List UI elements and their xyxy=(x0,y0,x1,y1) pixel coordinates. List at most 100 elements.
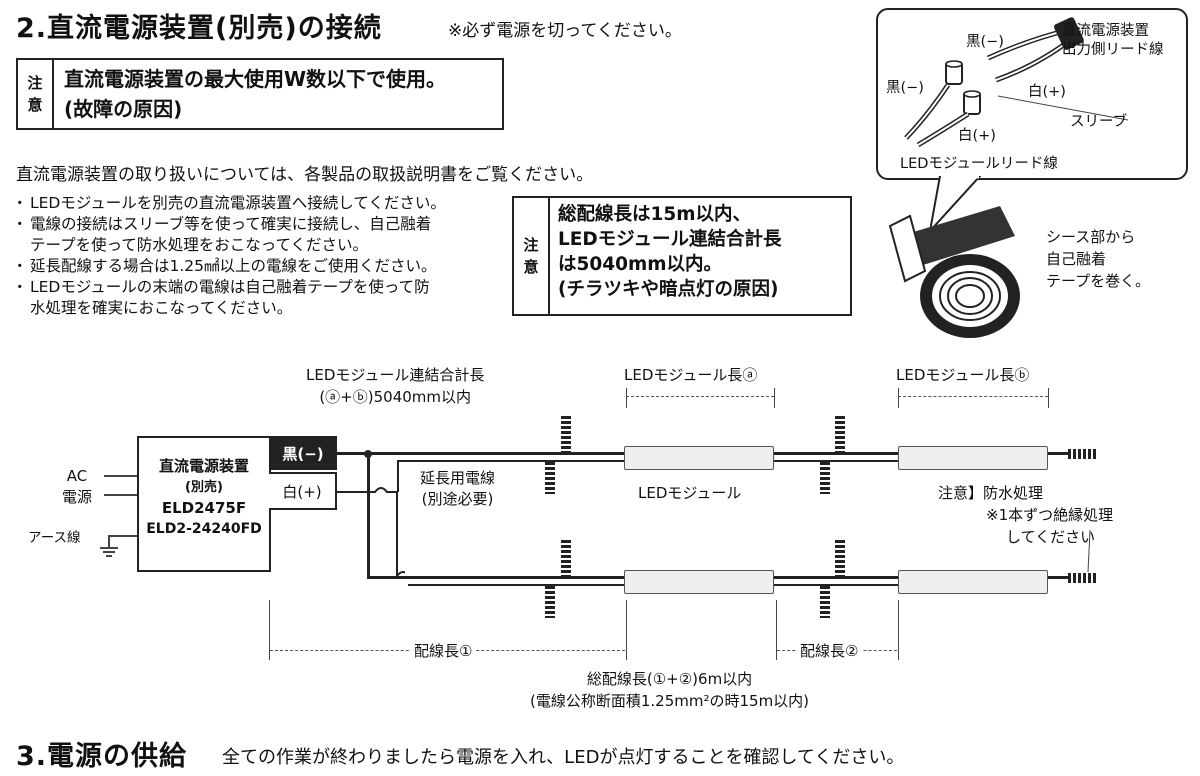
label-sleeve: スリーブ xyxy=(1070,114,1128,130)
led-module-a-bottom xyxy=(624,570,774,594)
section-2-heading: 2.直流電源装置(別売)の接続 xyxy=(16,13,382,44)
wire-positive-riser xyxy=(397,460,399,492)
dimension-tick xyxy=(1048,388,1049,408)
earth-symbol xyxy=(106,555,112,557)
dimension-tick xyxy=(776,600,777,660)
section-3-text: 全ての作業が終わりましたら電源を入れ、LEDが点灯することを確認してください。 xyxy=(222,747,905,768)
label-line: LEDモジュール連結合計長 xyxy=(306,366,485,384)
tape-wrap xyxy=(835,540,845,578)
label-line: 電源 xyxy=(62,488,93,506)
earth-wire-label: アース線 xyxy=(28,530,81,546)
ac-power-label: AC 電源 xyxy=(62,466,92,508)
power-off-note: ※必ず電源を切ってください。 xyxy=(448,21,682,41)
dimension-tick xyxy=(626,388,627,408)
dimension-tick xyxy=(269,600,270,660)
dc-power-supply-box: 直流電源装置 (別売) ELD2475F ELD2-24240FD xyxy=(137,436,271,572)
extension-wire-label: 延長用電線 (別途必要) xyxy=(420,468,495,510)
note-line: してください xyxy=(1006,528,1096,546)
module-a-length-label: LEDモジュール長ⓐ xyxy=(624,366,758,384)
earth-wire xyxy=(108,535,110,547)
white-positive-terminal: 白(+) xyxy=(269,472,337,510)
label-line: (ⓐ+ⓑ)5040mm以内 xyxy=(319,388,471,406)
caution-label: 注 意 xyxy=(514,198,550,314)
list-item: 電線の接続はスリーブ等を使って確実に接続し、自己融着 xyxy=(12,214,446,235)
earth-symbol xyxy=(100,547,118,549)
earth-symbol xyxy=(103,551,115,553)
label-line: (電線公称断面積1.25mm²の時15m以内) xyxy=(530,692,810,710)
wire-between-modules-top xyxy=(774,460,898,462)
caution-label-char: 意 xyxy=(27,96,43,114)
led-module-label: LEDモジュール xyxy=(638,484,742,502)
tape-wrap xyxy=(545,586,555,618)
caution-label-char: 注 xyxy=(27,74,43,92)
sleeve-connection-callout: 黒(−) 直流電源装置 出力側リード線 黒(−) 白(+) スリーブ 白(+) … xyxy=(876,8,1188,180)
waterproof-leader xyxy=(1087,529,1091,573)
self-fusing-tape-icon xyxy=(888,206,1020,338)
device-sold-separately: (別売) xyxy=(185,480,223,495)
device-model-2: ELD2-24240FD xyxy=(146,521,262,537)
wire-end-bottom xyxy=(1048,576,1070,579)
wire-positive-top xyxy=(397,460,627,462)
dimension-tick xyxy=(626,600,627,660)
wire-positive-stub xyxy=(337,491,367,493)
caution-line: LEDモジュール連結合計長 xyxy=(558,229,782,250)
dimension-line xyxy=(898,396,1048,397)
caution-line: は5040mm以内。 xyxy=(558,254,723,275)
led-module-b-top xyxy=(898,446,1048,470)
tape-wrap xyxy=(820,462,830,494)
earth-wire xyxy=(108,535,138,537)
caption-line: テープを巻く。 xyxy=(1046,272,1151,290)
caution-box-max-watt: 注 意 直流電源装置の最大使用W数以下で使用。 (故障の原因) xyxy=(16,58,504,130)
wire-between-modules-bottom xyxy=(774,584,898,586)
ac-wire xyxy=(104,494,138,496)
list-item: 延長配線する場合は1.25㎟以上の電線をご使用ください。 xyxy=(12,256,446,277)
caution-label-char: 注 xyxy=(523,236,539,254)
caution-line: 直流電源装置の最大使用W数以下で使用。 xyxy=(64,67,447,91)
caution-line: (故障の原因) xyxy=(64,97,183,121)
label-line: 出力側リード線 xyxy=(1062,42,1164,58)
wire-positive-bottom xyxy=(408,584,626,586)
total-module-length-label: LEDモジュール連結合計長 (ⓐ+ⓑ)5040mm以内 xyxy=(306,364,484,408)
list-item: LEDモジュールを別売の直流電源装置へ接続してください。 xyxy=(12,193,446,214)
wire-negative-bottom xyxy=(370,576,626,579)
dimension-tick xyxy=(898,600,899,660)
wire-end-top xyxy=(1048,452,1070,455)
caption-line: シース部から xyxy=(1046,228,1136,246)
caution-line: (チラツキや暗点灯の原因) xyxy=(558,279,779,300)
label-line: 延長用電線 xyxy=(420,469,496,487)
label-black-source: 黒(−) xyxy=(966,34,1004,50)
waterproof-note: 注意】防水処理 ※1本ずつ絶縁処理 してください xyxy=(938,482,1113,548)
label-white-source: 白(+) xyxy=(1028,84,1066,100)
label-line: AC xyxy=(66,467,88,485)
tape-caption: シース部から 自己融着 テープを巻く。 xyxy=(1046,226,1150,292)
label-line: 総配線長(①+②)6m以内 xyxy=(586,670,753,688)
insulated-end-top xyxy=(1068,449,1098,459)
wiring-length-2-label: 配線長② xyxy=(796,640,863,661)
note-line: 注意】防水処理 xyxy=(938,484,1044,502)
caution-line: 総配線長は15m以内、 xyxy=(558,204,752,225)
caution-label: 注 意 xyxy=(18,60,54,128)
label-line: 直流電源装置 xyxy=(1062,23,1149,39)
wire-negative-top xyxy=(337,452,627,455)
caution-box-wiring-length: 注 意 総配線長は15m以内、 LEDモジュール連結合計長 は5040mm以内。… xyxy=(512,196,852,316)
list-item-continuation: テープを使って防水処理をおこなってください。 xyxy=(30,236,369,254)
label-led-lead: LEDモジュールリード線 xyxy=(900,156,1058,172)
caption-line: 自己融着 xyxy=(1046,250,1107,268)
caution-text: 総配線長は15m以内、 LEDモジュール連結合計長 は5040mm以内。 (チラ… xyxy=(550,198,790,314)
dimension-line xyxy=(626,396,774,397)
tape-wrap xyxy=(835,416,845,454)
module-b-length-label: LEDモジュール長ⓑ xyxy=(896,366,1030,384)
led-module-a-top xyxy=(624,446,774,470)
label-source-lead: 直流電源装置 出力側リード線 xyxy=(1062,22,1164,60)
led-module-b-bottom xyxy=(898,570,1048,594)
caution-text: 直流電源装置の最大使用W数以下で使用。 (故障の原因) xyxy=(54,60,456,128)
intro-paragraph: 直流電源装置の取り扱いについては、各製品の取扱説明書をご覧ください。 xyxy=(16,165,594,185)
label-white-led: 白(+) xyxy=(958,128,996,144)
sleeve-wires-illustration xyxy=(904,17,1129,148)
callout-pointer xyxy=(930,176,982,233)
total-wiring-length-label: 総配線長(①+②)6m以内 (電線公称断面積1.25mm²の時15m以内) xyxy=(530,668,809,712)
label-line: (別途必要) xyxy=(421,490,494,508)
label-black-led: 黒(−) xyxy=(886,80,924,96)
wiring-length-1-label: 配線長① xyxy=(410,640,477,661)
list-item-continuation: 水処理を確実におこなってください。 xyxy=(30,299,293,317)
